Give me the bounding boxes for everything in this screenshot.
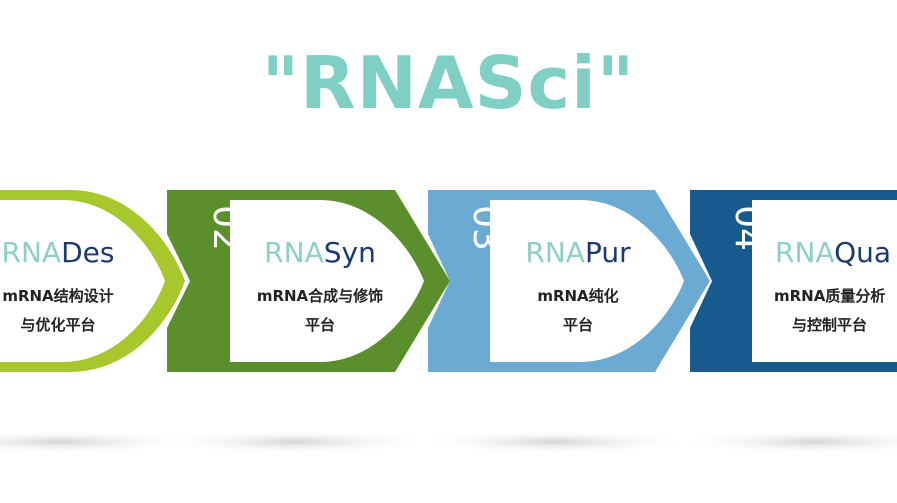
stage-3-prefix: RNA [525, 236, 585, 269]
svg-text:RNADes: RNADes [2, 236, 115, 269]
stage-3-shadow [415, 430, 695, 454]
stage-3-card [490, 200, 684, 362]
stage-2-card [230, 200, 424, 362]
stage-4-shadow [675, 430, 897, 454]
stage-3-number: 03 [465, 205, 506, 251]
stage-4-number: 04 [727, 205, 768, 251]
stage-4-suffix: Qua [834, 236, 891, 269]
stage-3-suffix: Pur [585, 236, 631, 269]
stage-2-line2: 平台 [305, 316, 335, 334]
stage-3: 03 RNAPur mRNA纯化 平台 [428, 190, 710, 372]
stage-2-shadow [155, 430, 435, 454]
svg-text:RNAQua: RNAQua [775, 236, 891, 269]
stage-3-line2: 平台 [563, 316, 593, 334]
svg-text:RNAPur: RNAPur [525, 236, 631, 269]
stage-3-line1: mRNA纯化 [537, 287, 618, 305]
stage-1-card [0, 200, 165, 362]
stage-4-line2: 与控制平台 [792, 316, 867, 334]
stage-2-number: 02 [205, 205, 246, 251]
stage-1-line2: 与优化平台 [20, 316, 95, 334]
stage-1-suffix: Des [61, 236, 114, 269]
stage-1: RNADes mRNA结构设计 与优化平台 [0, 190, 185, 372]
stage-4-prefix: RNA [775, 236, 834, 269]
svg-text:RNASyn: RNASyn [264, 236, 376, 269]
diagram-title: "RNASci" [261, 41, 636, 125]
stage-4: 04 RNAQua mRNA质量分析 与控制平台 [690, 190, 897, 372]
stage-1-shadow [0, 430, 200, 454]
stage-2-prefix: RNA [264, 236, 324, 269]
stage-2: 02 RNASyn mRNA合成与修饰 平台 [167, 190, 450, 372]
stage-1-line1: mRNA结构设计 [2, 287, 113, 305]
stage-4-line1: mRNA质量分析 [774, 287, 885, 305]
stage-2-suffix: Syn [324, 236, 376, 269]
stage-4-card [752, 200, 897, 362]
stage-2-line1: mRNA合成与修饰 [257, 287, 383, 305]
stage-1-prefix: RNA [2, 236, 62, 269]
